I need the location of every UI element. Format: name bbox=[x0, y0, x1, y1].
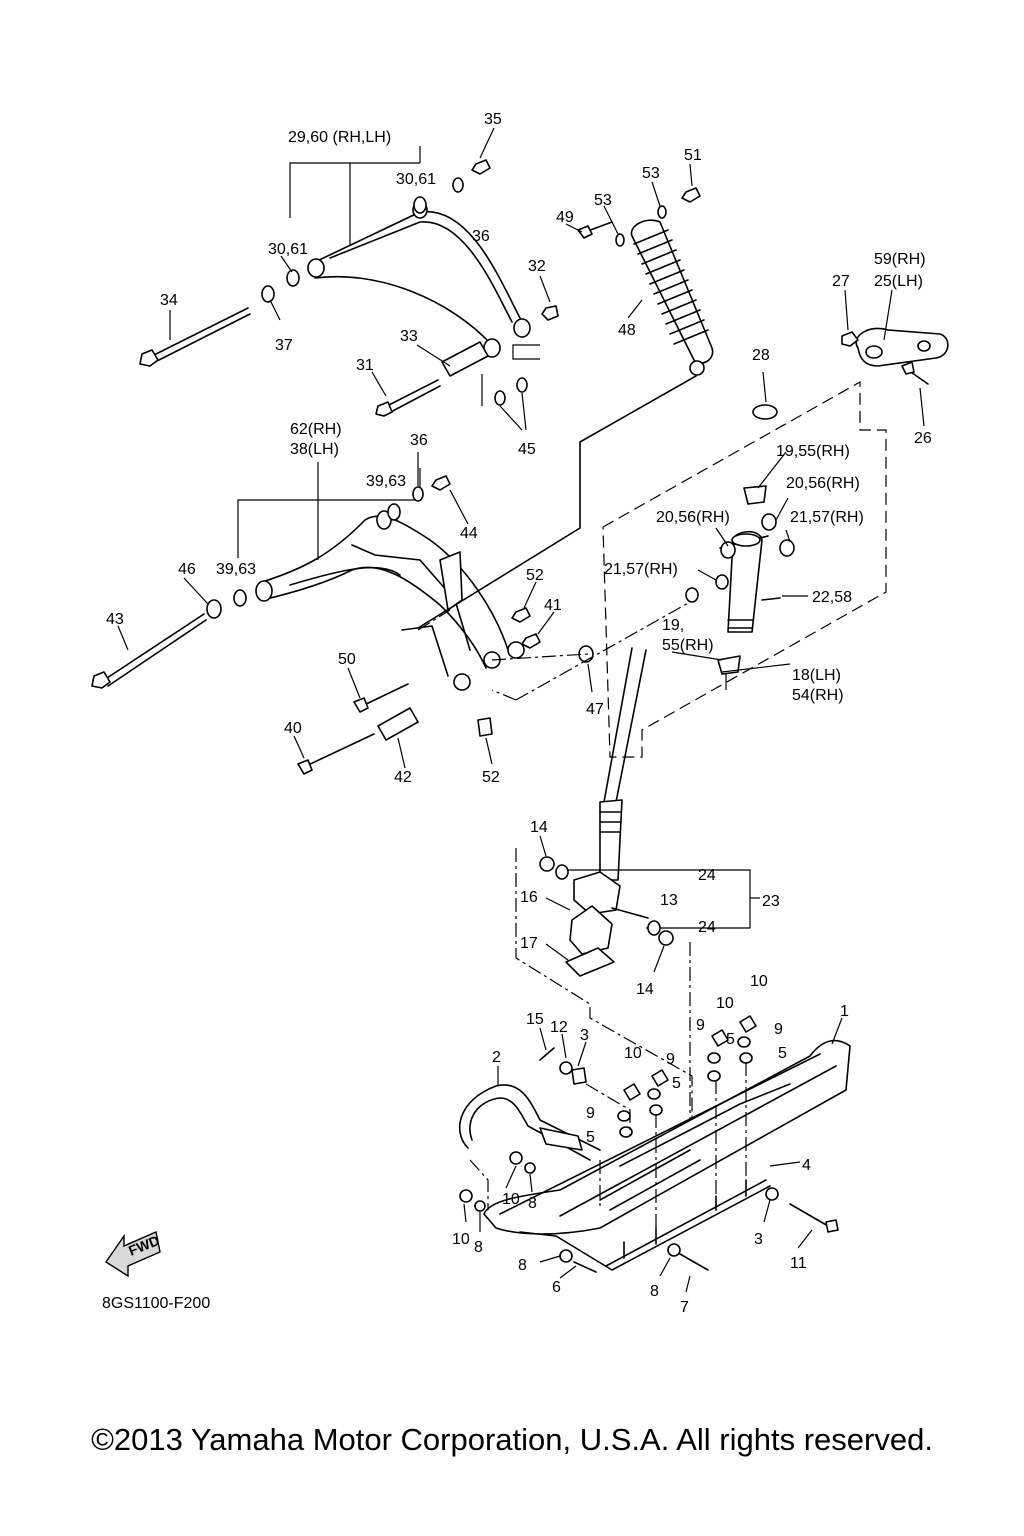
callout: 4 bbox=[802, 1157, 811, 1174]
callout: 43 bbox=[106, 611, 124, 628]
callout: 7 bbox=[680, 1299, 689, 1316]
callout: 1 bbox=[840, 1003, 849, 1020]
callout: 47 bbox=[586, 701, 604, 718]
spindle-housing bbox=[602, 371, 887, 758]
callout: 40 bbox=[284, 720, 302, 737]
spindle-shaft bbox=[599, 647, 647, 881]
callout: 25(LH) bbox=[874, 273, 923, 290]
callout: 22,58 bbox=[812, 589, 852, 606]
callout: 52 bbox=[482, 769, 500, 786]
callout: 59(RH) bbox=[874, 251, 926, 268]
ski-mount bbox=[515, 835, 760, 1160]
callout: 55(RH) bbox=[662, 637, 714, 654]
callout: 30,61 bbox=[268, 241, 308, 258]
callout: 17 bbox=[520, 935, 538, 952]
callout: 33 bbox=[400, 328, 418, 345]
callout: 5 bbox=[586, 1129, 595, 1146]
callout: 16 bbox=[520, 889, 538, 906]
callout: 8 bbox=[474, 1239, 483, 1256]
callout: 10 bbox=[716, 995, 734, 1012]
callout: 34 bbox=[160, 292, 178, 309]
callout: 24 bbox=[698, 919, 716, 936]
callout: 30,61 bbox=[396, 171, 436, 188]
callout: 11 bbox=[790, 1255, 807, 1272]
ski bbox=[459, 1015, 851, 1293]
callout: 5 bbox=[726, 1031, 735, 1048]
callout: 12 bbox=[550, 1019, 568, 1036]
callout: 15 bbox=[526, 1011, 544, 1028]
callout: 14 bbox=[636, 981, 654, 998]
callout: 3 bbox=[580, 1027, 589, 1044]
callout: 26 bbox=[914, 430, 932, 447]
callout: 35 bbox=[484, 111, 502, 128]
callout: 14 bbox=[530, 819, 548, 836]
callout: 20,56(RH) bbox=[656, 509, 730, 526]
callout: 50 bbox=[338, 651, 356, 668]
callout: 19, bbox=[662, 617, 684, 634]
callout: 9 bbox=[666, 1051, 675, 1068]
callout: 10 bbox=[624, 1045, 642, 1062]
callout: 54(RH) bbox=[792, 687, 844, 704]
callout: 46 bbox=[178, 561, 196, 578]
drawing-code: 8GS1100-F200 bbox=[102, 1295, 210, 1312]
callout: 49 bbox=[556, 209, 574, 226]
callout: 10 bbox=[750, 973, 768, 990]
steering-arm bbox=[841, 289, 949, 427]
callout: 13 bbox=[660, 892, 678, 909]
callout: 8 bbox=[528, 1195, 537, 1212]
callout: 10 bbox=[502, 1191, 520, 1208]
callout: 21,57(RH) bbox=[604, 561, 678, 578]
callout: 20,56(RH) bbox=[786, 475, 860, 492]
callout: 5 bbox=[778, 1045, 787, 1062]
callout: 31 bbox=[356, 357, 374, 374]
callout: 44 bbox=[460, 525, 478, 542]
shock-absorber bbox=[565, 163, 714, 376]
callout: 53 bbox=[594, 192, 612, 209]
callout: 37 bbox=[275, 337, 293, 354]
callout: 9 bbox=[774, 1021, 783, 1038]
callout: 19,55(RH) bbox=[776, 443, 850, 460]
callout: 24 bbox=[698, 867, 716, 884]
callout: 27 bbox=[832, 273, 850, 290]
callout: 48 bbox=[618, 322, 636, 339]
callout: 36 bbox=[410, 432, 428, 449]
callout: 2 bbox=[492, 1049, 501, 1066]
callout: 62(RH) bbox=[290, 421, 342, 438]
callout: 5 bbox=[672, 1075, 681, 1092]
callout: 28 bbox=[752, 347, 770, 364]
callout: 9 bbox=[586, 1105, 595, 1122]
callout: 3 bbox=[754, 1231, 763, 1248]
callout: 52 bbox=[526, 567, 544, 584]
copyright-notice: ©2013 Yamaha Motor Corporation, U.S.A. A… bbox=[91, 1422, 933, 1457]
callout: 18(LH) bbox=[792, 667, 841, 684]
fwd-arrow-icon: FWD bbox=[105, 1231, 162, 1278]
callout: 23 bbox=[762, 893, 780, 910]
callout: 42 bbox=[394, 769, 412, 786]
callout: 51 bbox=[684, 147, 702, 164]
callout-labels: 29,60 (RH,LH) 35 30,61 36 30,61 32 34 37… bbox=[106, 111, 932, 1316]
callout: 39,63 bbox=[216, 561, 256, 578]
callout: 10 bbox=[452, 1231, 470, 1248]
callout: 8 bbox=[518, 1257, 527, 1274]
callout: 32 bbox=[528, 258, 546, 275]
lower-arm-assembly bbox=[91, 375, 697, 775]
callout: 38(LH) bbox=[290, 441, 339, 458]
callout: 39,63 bbox=[366, 473, 406, 490]
callout: 53 bbox=[642, 165, 660, 182]
callout: 9 bbox=[696, 1017, 705, 1034]
callout: 6 bbox=[552, 1279, 561, 1296]
upper-arm-assembly bbox=[139, 127, 559, 431]
callout: 41 bbox=[544, 597, 562, 614]
callout: 29,60 (RH,LH) bbox=[288, 129, 391, 146]
callout: 45 bbox=[518, 441, 536, 458]
callout: 8 bbox=[650, 1283, 659, 1300]
callout: 36 bbox=[472, 228, 490, 245]
callout: 21,57(RH) bbox=[790, 509, 864, 526]
